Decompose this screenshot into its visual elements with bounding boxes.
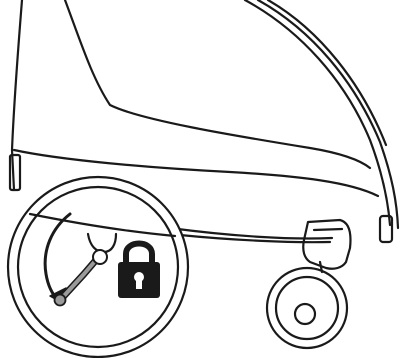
stroller-frame-tubes [245,0,398,242]
lock-callout [8,177,188,357]
